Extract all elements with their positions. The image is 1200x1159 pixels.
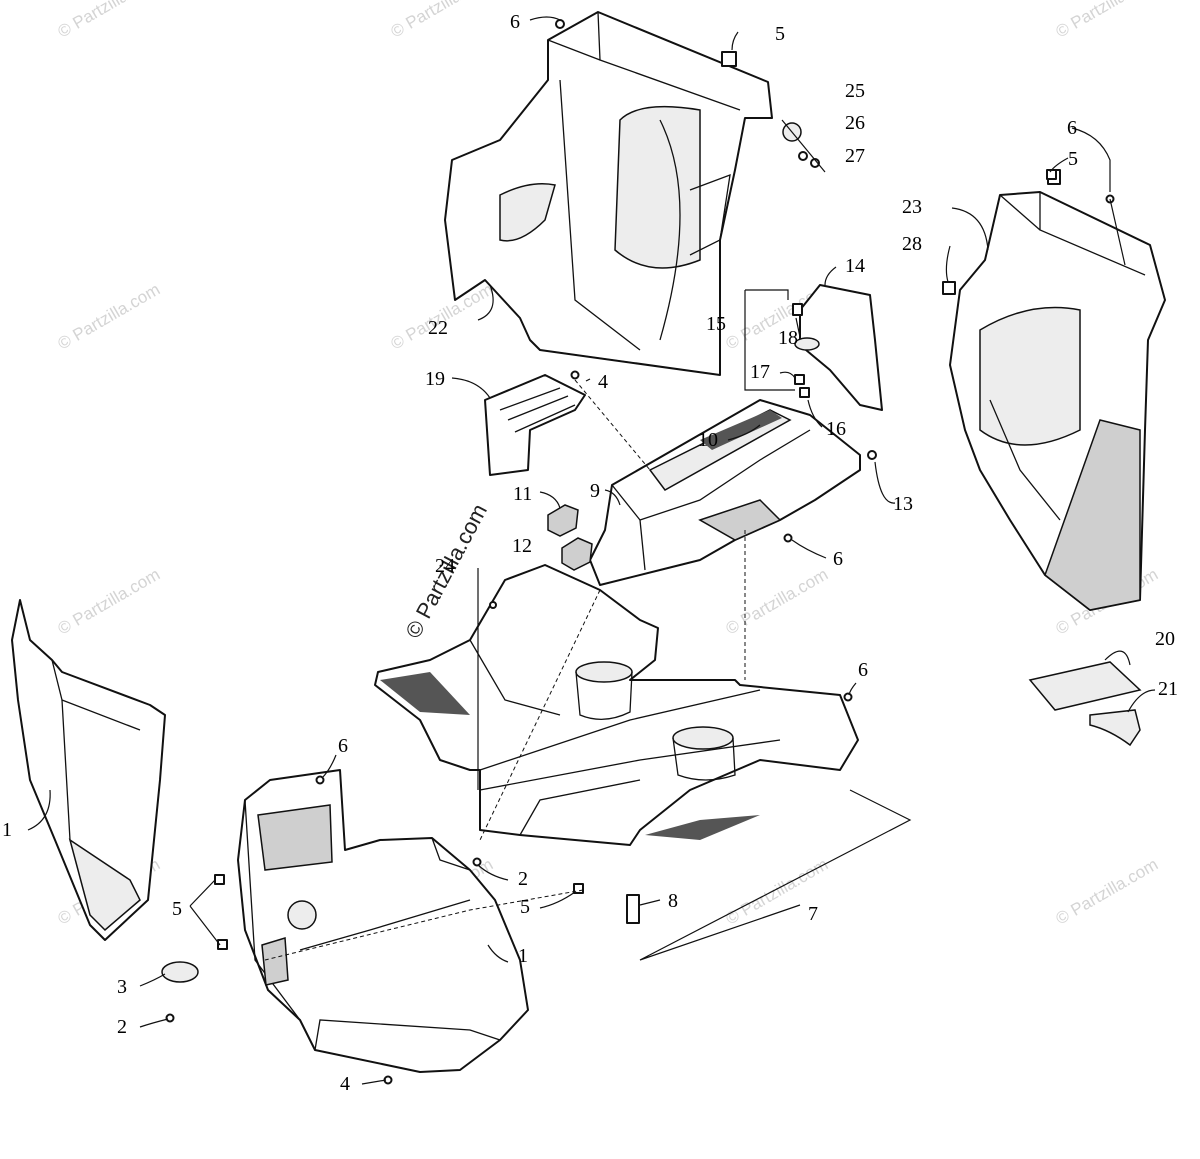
callout-26: 26 <box>845 112 865 134</box>
watermark-tile: © Partzilla.com <box>55 280 164 354</box>
watermark-tile: © Partzilla.com <box>55 0 164 41</box>
callout-5: 5 <box>172 898 182 920</box>
watermark-tile: © Partzilla.com <box>388 0 497 41</box>
callout-2: 2 <box>518 868 528 890</box>
callout-1: 1 <box>2 819 12 841</box>
part-7-floor-pan <box>374 564 859 846</box>
callout-5: 5 <box>775 23 785 45</box>
callout-19: 19 <box>425 368 445 390</box>
part-11-boot <box>547 504 579 537</box>
callout-12: 12 <box>512 535 532 557</box>
callout-18: 18 <box>778 327 798 349</box>
callout-2: 2 <box>117 1016 127 1038</box>
callout-27: 27 <box>845 145 865 167</box>
callout-6: 6 <box>338 735 348 757</box>
watermark-tile: © Partzilla.com <box>55 565 164 639</box>
callout-6: 6 <box>833 548 843 570</box>
callout-6: 6 <box>858 659 868 681</box>
watermark-tile: © Partzilla.com <box>1053 855 1162 929</box>
callout-6: 6 <box>510 11 520 33</box>
callout-5: 5 <box>1068 148 1078 170</box>
part-1-front-guard <box>237 769 529 1073</box>
callout-9: 9 <box>590 480 600 502</box>
callout-17: 17 <box>750 361 770 383</box>
callout-16: 16 <box>826 418 846 440</box>
callout-7: 7 <box>808 903 818 925</box>
part-12-boot <box>561 537 593 571</box>
callout-20: 20 <box>1155 628 1175 650</box>
callout-22: 22 <box>428 317 448 339</box>
callout-4: 4 <box>598 371 608 393</box>
callout-25: 25 <box>845 80 865 102</box>
part-19-bracket <box>484 374 586 476</box>
part-21-strap <box>1089 709 1141 747</box>
callout-23: 23 <box>902 196 922 218</box>
callout-13: 13 <box>893 493 913 515</box>
callout-6: 6 <box>1067 117 1077 139</box>
part-20-decal <box>1028 661 1142 711</box>
callout-21: 21 <box>1158 678 1178 700</box>
callout-8: 8 <box>668 890 678 912</box>
callout-11: 11 <box>513 483 532 505</box>
leader-lines <box>27 16 1156 1085</box>
callout-15: 15 <box>706 313 726 335</box>
part-9-center-console <box>589 399 861 586</box>
callout-3: 3 <box>117 976 127 998</box>
part-3-cap <box>161 961 199 983</box>
callout-28: 28 <box>902 233 922 255</box>
callout-1: 1 <box>518 945 528 967</box>
callout-24: 24 <box>435 555 455 577</box>
callout-5: 5 <box>520 896 530 918</box>
part-8-clip <box>626 894 640 924</box>
part-14-cover <box>794 284 883 411</box>
watermark-tile: © Partzilla.com <box>1053 0 1162 41</box>
part-22-upper-panel <box>444 11 773 376</box>
part-23-right-panel <box>942 169 1166 611</box>
part-1-left-guard <box>11 599 166 941</box>
watermark-tile: © Partzilla.com <box>723 565 832 639</box>
callout-10: 10 <box>698 429 718 451</box>
callout-4: 4 <box>340 1073 350 1095</box>
callout-14: 14 <box>845 255 865 277</box>
callout-labels: 1 1 2 2 3 4 4 5 5 5 5 6 6 6 6 6 7 8 9 10… <box>2 11 1178 1095</box>
